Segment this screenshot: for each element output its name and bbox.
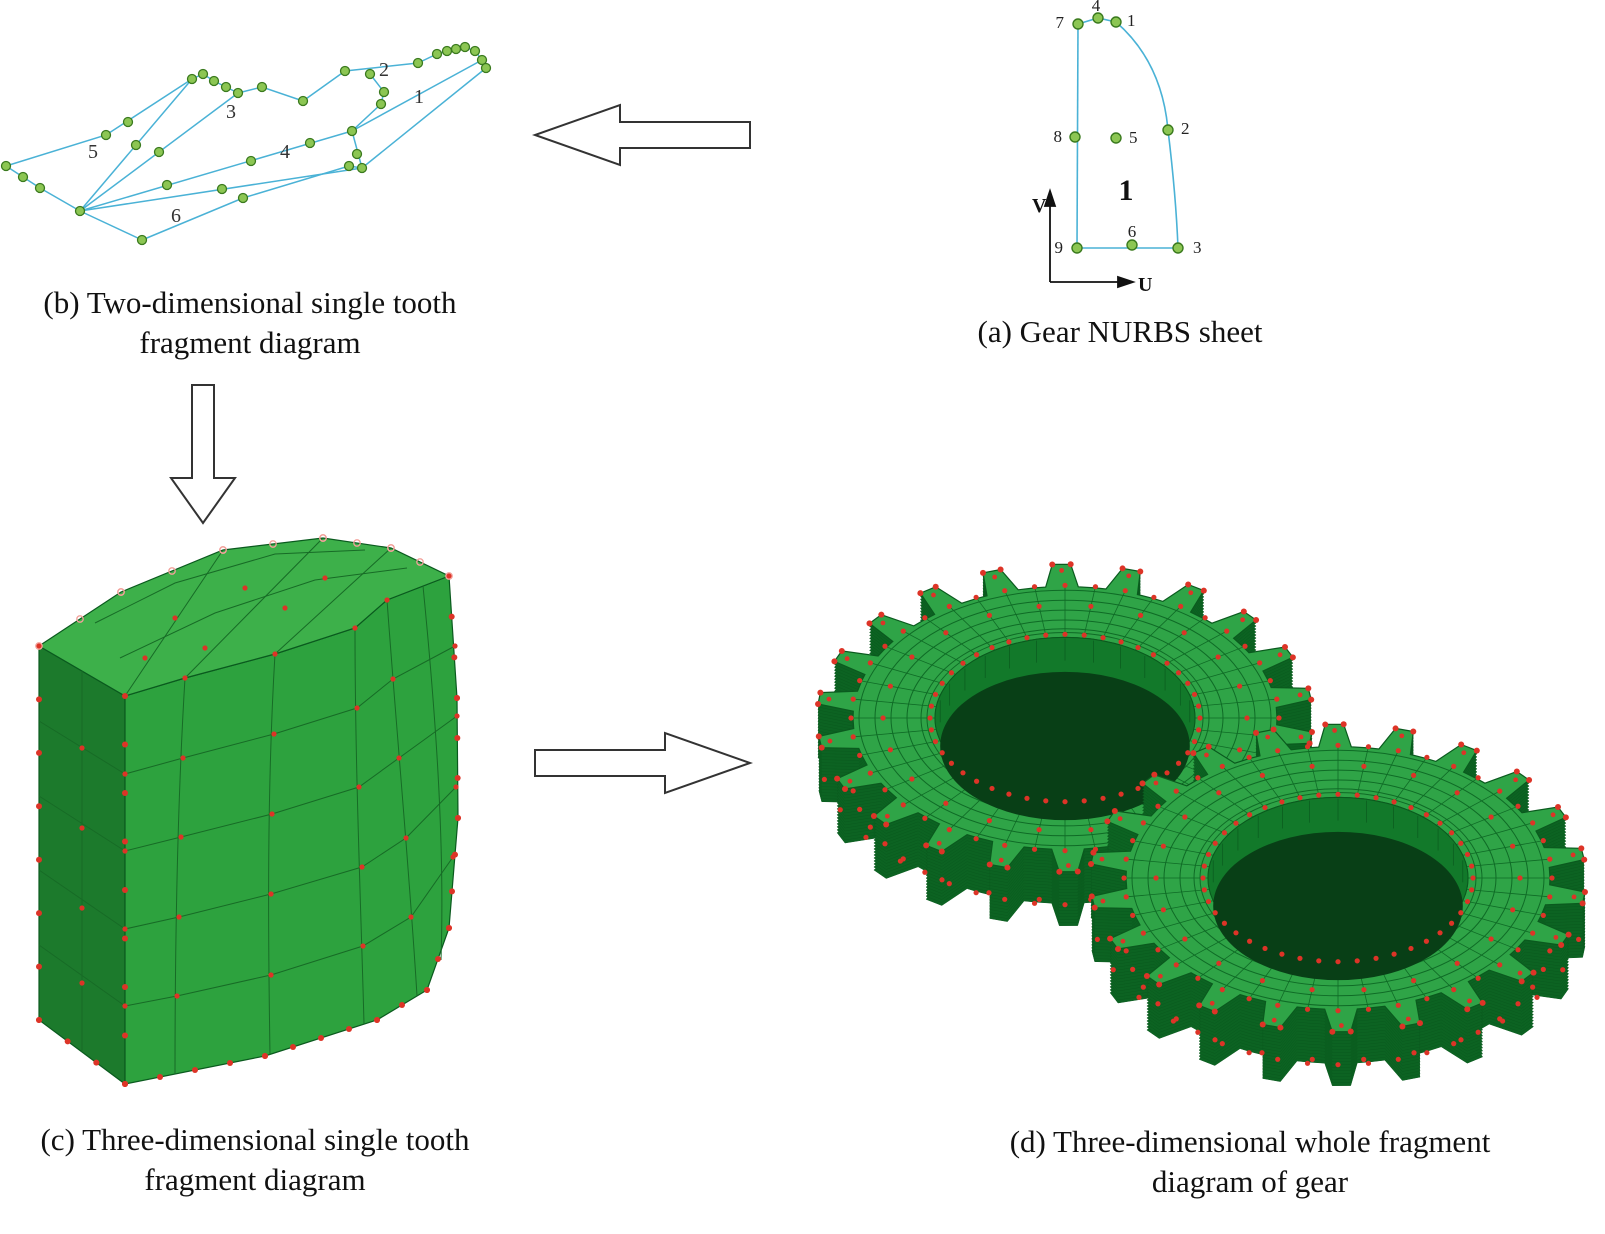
region-label-5: 5 — [88, 141, 98, 163]
v-axis-label: V — [1032, 195, 1047, 217]
panel-c-3d-fragment — [35, 534, 461, 1087]
caption-panel-a: (a) Gear NURBS sheet — [930, 312, 1310, 352]
caption-c-line2: fragment diagram — [144, 1162, 366, 1198]
panel-d-gear-pair — [815, 561, 1588, 1086]
point-label-7: 7 — [1056, 13, 1065, 32]
gear-lower-right — [1088, 721, 1588, 1086]
point-label-9: 9 — [1055, 238, 1064, 257]
uv-axes — [1043, 188, 1136, 289]
point-label-4: 4 — [1092, 0, 1101, 15]
nurbs-boundary-lines — [1076, 17, 1179, 249]
caption-a-text: (a) Gear NURBS sheet — [977, 314, 1263, 349]
arrow-right-icon — [534, 731, 754, 795]
u-axis-label: U — [1138, 274, 1152, 296]
caption-d-line1: (d) Three-dimensional whole fragment — [1009, 1124, 1491, 1159]
nurbs-point-labels: 7 4 1 8 5 2 9 6 3 — [1054, 0, 1202, 257]
region-label-6: 6 — [171, 205, 181, 227]
region-label-3: 3 — [226, 101, 236, 123]
point-label-6: 6 — [1128, 222, 1137, 241]
point-label-3: 3 — [1193, 238, 1202, 257]
caption-panel-d: (d) Three-dimensional whole fragment dia… — [900, 1122, 1600, 1203]
point-label-5: 5 — [1129, 128, 1138, 147]
caption-d-line2: diagram of gear — [1151, 1164, 1349, 1200]
arrow-left-icon — [531, 103, 751, 167]
tooth-top-face — [37, 537, 451, 697]
point-label-8: 8 — [1054, 127, 1063, 146]
point-label-2: 2 — [1181, 119, 1190, 138]
region-labels: 1 2 3 4 5 6 — [88, 59, 424, 227]
mesh-nodes — [0, 41, 492, 246]
region-label-4: 4 — [280, 141, 290, 163]
tooth-mesh-lines — [38, 537, 458, 1075]
tooth-control-points — [35, 534, 461, 1087]
v-axis-arrowhead — [1043, 188, 1057, 207]
caption-panel-c: (c) Three-dimensional single tooth fragm… — [10, 1120, 500, 1201]
nurbs-control-points — [1069, 12, 1184, 254]
caption-c-line1: (c) Three-dimensional single tooth — [40, 1122, 470, 1157]
region-label-1: 1 — [414, 86, 424, 108]
patch-label: 1 — [1119, 174, 1134, 207]
u-axis-arrowhead — [1117, 275, 1136, 289]
arrow-down-icon — [169, 384, 237, 525]
caption-panel-b: (b) Two-dimensional single tooth fragmen… — [0, 283, 500, 364]
region-label-2: 2 — [379, 59, 389, 81]
caption-b-line2: fragment diagram — [139, 325, 361, 361]
panel-a-nurbs-sheet: 7 4 1 8 5 2 9 6 3 1 V U — [1032, 0, 1202, 296]
point-label-1: 1 — [1127, 11, 1136, 30]
caption-b-line1: (b) Two-dimensional single tooth — [43, 285, 457, 320]
panel-b-2d-fragment-diagram: 1 2 3 4 5 6 — [0, 41, 492, 246]
